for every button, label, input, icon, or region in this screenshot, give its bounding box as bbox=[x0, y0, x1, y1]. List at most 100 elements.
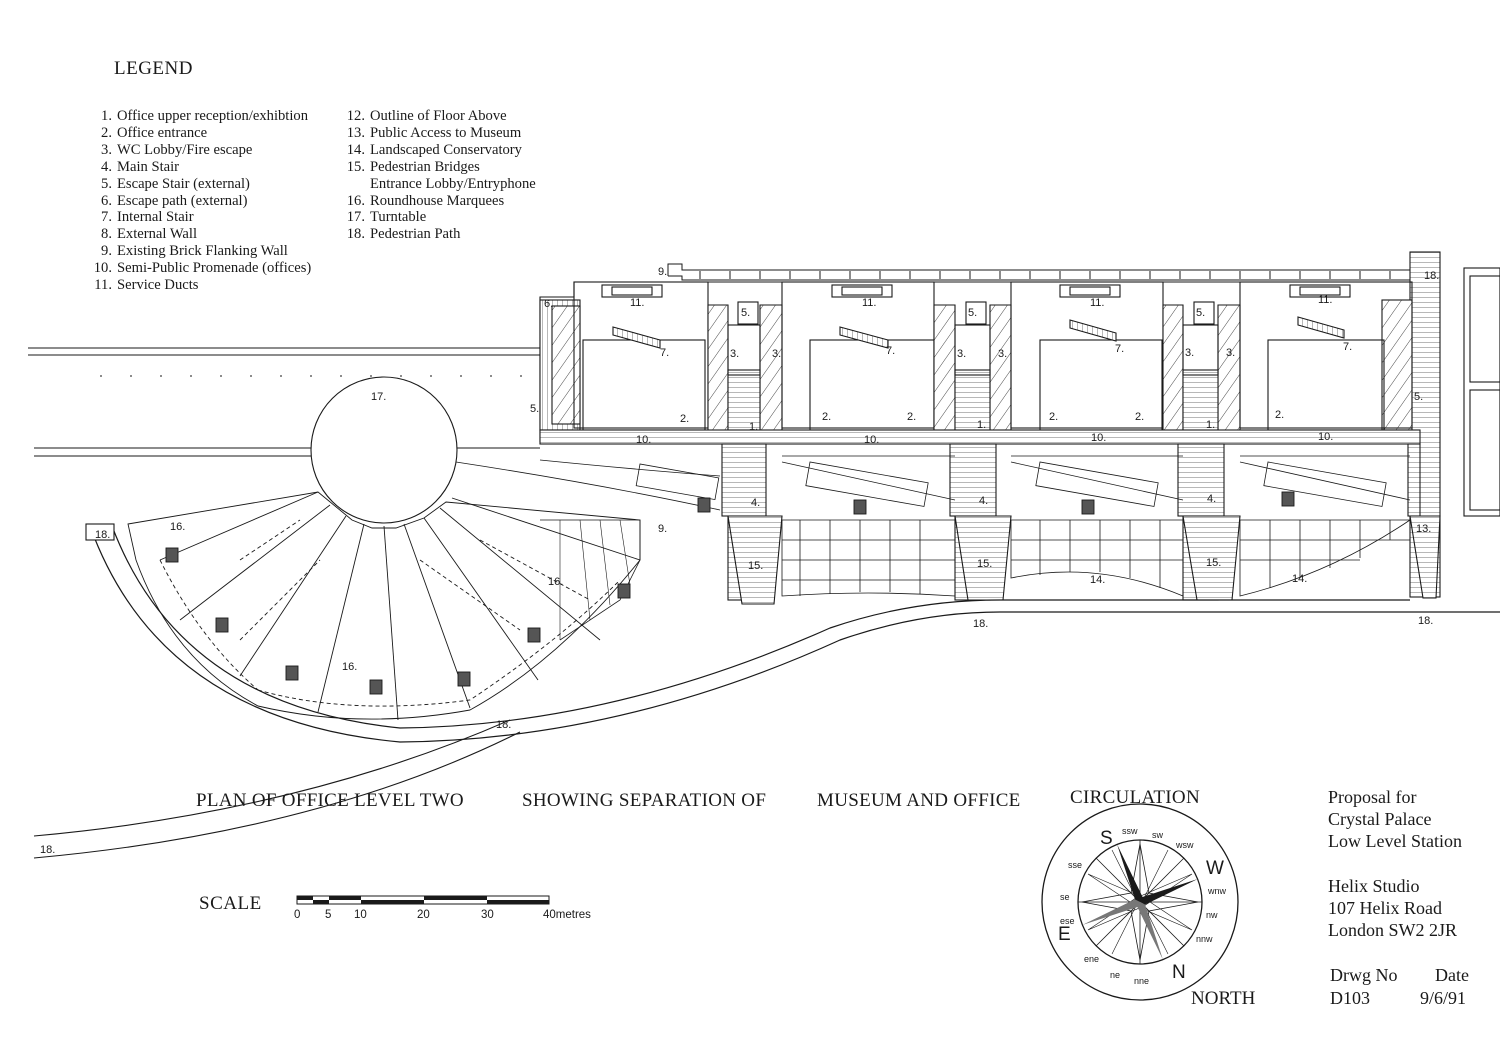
legend-item-number: 15. bbox=[346, 158, 365, 175]
legend-item: 14. Landscaped Conservatory bbox=[343, 142, 536, 159]
compass-nne: nne bbox=[1134, 976, 1149, 986]
label-office-entrance: 2. bbox=[1135, 411, 1144, 423]
drawing-number: D103 bbox=[1330, 988, 1370, 1008]
label-service-duct: 11. bbox=[1318, 294, 1332, 306]
roundhouse-tracks bbox=[455, 455, 1411, 511]
label-service-duct: 11. bbox=[862, 297, 876, 309]
legend-item-text: WC Lobby/Fire escape bbox=[117, 141, 253, 158]
label-promenade: 10. bbox=[1091, 432, 1106, 444]
legend-item-text: Escape path (external) bbox=[117, 192, 248, 209]
label-turntable: 17. bbox=[371, 391, 386, 403]
compass-rose: S W N E ssw sw wsw wnw nw nnw nne ne ene… bbox=[1041, 803, 1239, 1001]
proposal-line: Proposal for bbox=[1328, 787, 1417, 807]
office-modules bbox=[573, 281, 1413, 431]
label-marquee: 16. bbox=[342, 661, 357, 673]
label-escape-path: 6. bbox=[544, 298, 553, 310]
legend-item: 12. Outline of Floor Above bbox=[343, 108, 536, 125]
landscaped-conservatories bbox=[781, 519, 1412, 597]
pedestrian-paths bbox=[33, 523, 1500, 859]
turntable bbox=[310, 376, 458, 524]
plan-labels: 17. 18. 18. 18. 18. 18. 18. 16. 16. 16. … bbox=[40, 266, 1439, 856]
legend-item-text: Office upper reception/exhibtion bbox=[117, 108, 309, 124]
scale-tick-label: 30 bbox=[481, 909, 494, 921]
legend-item-text: Main Stair bbox=[117, 158, 180, 175]
legend-item: 3. WC Lobby/Fire escape bbox=[88, 142, 311, 159]
studio-line: Helix Studio bbox=[1328, 876, 1420, 896]
legend-item-number: 3. bbox=[101, 141, 112, 158]
label-escape-stair: 5. bbox=[1414, 391, 1423, 403]
legend-item: 7.Internal Stair bbox=[88, 209, 311, 226]
proposal-line: Crystal Palace bbox=[1328, 809, 1432, 829]
legend-item: 9.Existing Brick Flanking Wall bbox=[88, 243, 311, 260]
legend-item-number: 9. bbox=[101, 243, 112, 260]
label-marquee: 16. bbox=[170, 521, 185, 533]
legend-item-text: Landscaped Conservatory bbox=[370, 141, 522, 158]
scale-tick-label: 5 bbox=[325, 909, 332, 921]
compass-ne: ne bbox=[1110, 970, 1120, 980]
legend-item: 1.Office upper reception/exhibtion bbox=[88, 108, 311, 125]
label-bridge: 15. bbox=[748, 560, 763, 572]
compass-south: S bbox=[1100, 828, 1113, 849]
label-conservatory: 14. bbox=[1292, 573, 1307, 585]
scale-label: SCALE bbox=[199, 893, 262, 914]
label-service-duct: 11. bbox=[1090, 297, 1104, 309]
label-reception: 1. bbox=[1206, 419, 1215, 431]
compass-east: E bbox=[1058, 924, 1071, 945]
legend-item: 2. Office entrance bbox=[88, 125, 311, 142]
legend-item-number: 4. bbox=[101, 158, 112, 175]
scale-tick-label: 40metres bbox=[543, 909, 591, 921]
label-wc-lobby: 3. bbox=[772, 348, 781, 360]
label-path: 18. bbox=[1418, 615, 1433, 627]
label-main-stair: 4. bbox=[979, 495, 988, 507]
label-promenade: 10. bbox=[636, 434, 651, 446]
roundhouse-marquees bbox=[127, 491, 1295, 721]
legend-item-text: Internal Stair bbox=[117, 209, 194, 226]
legend-item: 18.Pedestrian Path bbox=[343, 226, 536, 243]
label-escape-stair: 5. bbox=[741, 307, 750, 319]
legend-item-text: Pedestrian Path bbox=[370, 226, 461, 243]
label-public-access: 13. bbox=[1416, 523, 1431, 535]
compass-north: N bbox=[1172, 962, 1186, 983]
label-office-entrance: 2. bbox=[1275, 409, 1284, 421]
scale-tick-label: 20 bbox=[417, 909, 430, 921]
compass-labels: S W N E ssw sw wsw wnw nw nnw nne ne ene… bbox=[1058, 826, 1227, 986]
plan-title-part-4: CIRCULATION bbox=[1070, 787, 1200, 808]
label-main-stair: 4. bbox=[1207, 493, 1216, 505]
north-label: NORTH bbox=[1191, 988, 1256, 1009]
plan-title-part-3: MUSEUM AND OFFICE bbox=[817, 790, 1021, 811]
label-office-entrance: 2. bbox=[907, 411, 916, 423]
label-flanking-wall: 9. bbox=[658, 523, 667, 535]
legend-item-text: Office entrance bbox=[117, 124, 208, 141]
label-bridge: 15. bbox=[1206, 557, 1221, 569]
label-office-entrance: 2. bbox=[822, 411, 831, 423]
label-wc-lobby: 3. bbox=[957, 348, 966, 360]
legend-item-number: 16. bbox=[346, 192, 365, 209]
label-wc-lobby: 3. bbox=[998, 348, 1007, 360]
label-path: 18. bbox=[496, 719, 511, 731]
legend-item: 5.Escape Stair (external) bbox=[88, 176, 311, 193]
legend-item-number: 14. bbox=[346, 141, 365, 158]
compass-se: se bbox=[1060, 892, 1070, 902]
legend-item-number: 8. bbox=[101, 226, 112, 243]
compass-nnw: nnw bbox=[1196, 934, 1213, 944]
compass-wsw: wsw bbox=[1175, 840, 1194, 850]
compass-ssw: ssw bbox=[1122, 826, 1138, 836]
legend-item-number: 2. bbox=[101, 124, 112, 141]
label-wc-lobby: 3. bbox=[1226, 347, 1235, 359]
label-escape-stair: 5. bbox=[968, 307, 977, 319]
legend-item-number: 12. bbox=[346, 108, 365, 124]
railway-tracks bbox=[28, 347, 540, 457]
legend-item-text: Outline of Floor Above bbox=[370, 108, 507, 124]
legend-title: LEGEND bbox=[114, 58, 193, 79]
legend-item: 15.Pedestrian Bridges bbox=[343, 159, 536, 176]
legend-item: 17.Turntable bbox=[343, 209, 536, 226]
legend-item: 13.Public Access to Museum bbox=[343, 125, 536, 142]
legend-item-text: Public Access to Museum bbox=[370, 124, 522, 141]
label-office-entrance: 2. bbox=[1049, 411, 1058, 423]
label-internal-stair: 7. bbox=[886, 345, 895, 357]
compass-west: W bbox=[1206, 858, 1224, 879]
legend-item: 6.Escape path (external) bbox=[88, 193, 311, 210]
legend-item-text: Roundhouse Marquees bbox=[370, 192, 505, 209]
